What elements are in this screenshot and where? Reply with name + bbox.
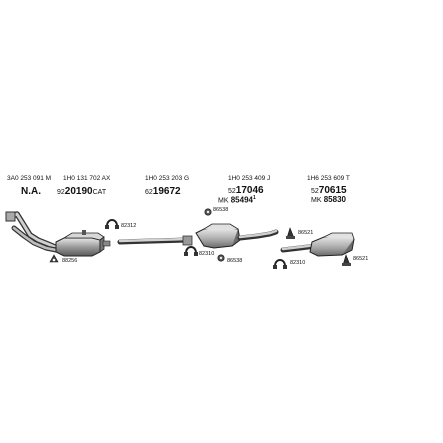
front-pipe	[5, 211, 59, 253]
reference-number-4: 17046	[235, 185, 264, 196]
reference-prefix-2: 92	[57, 189, 65, 196]
reference-1: N.A.	[21, 186, 41, 197]
clamp-icon	[184, 246, 198, 256]
hanger-icon	[286, 227, 295, 239]
alt-number-4: 85494	[230, 195, 253, 205]
reference-prefix-3: 62	[145, 189, 153, 196]
label-86538-top: 86538	[213, 207, 229, 213]
label-88256: 88256	[62, 258, 78, 264]
reference-4: 5217046	[228, 186, 264, 196]
label-86521-top: 86521	[298, 230, 314, 236]
label-86521-bottom: 86521	[353, 256, 369, 262]
alt-number-5: 85830	[323, 195, 346, 204]
intermediate-pipe	[117, 235, 193, 246]
clamp-icon	[105, 219, 119, 229]
alt-prefix-4: MK	[218, 197, 229, 205]
reference-number-5: 70615	[318, 185, 347, 196]
rear-silencer	[280, 232, 355, 257]
reference-prefix-5: 52	[311, 188, 319, 195]
reference-number-2: 20190	[64, 186, 93, 197]
part-number-3: 1H0 253 203 G	[145, 175, 190, 182]
middle-silencer	[195, 223, 279, 249]
label-86538-bottom: 86538	[227, 258, 243, 264]
reference-5: 5270615	[311, 186, 347, 196]
alt-reference-5: MK 85830	[311, 195, 346, 205]
alt-prefix-5: MK	[311, 197, 322, 204]
part-number-5: 1H6 253 609 T	[307, 175, 350, 182]
label-82310: 82310	[199, 251, 215, 257]
reference-number-3: 19672	[152, 186, 181, 197]
part-number-1: 3A0 253 091 M	[7, 175, 52, 182]
alt-sup-4: 1	[252, 195, 256, 201]
part-number-4: 1H0 253 409 J	[228, 175, 271, 182]
hanger-icon	[217, 254, 225, 262]
reference-2: 9220190CAT	[57, 187, 106, 197]
catalytic-converter	[55, 230, 111, 257]
reference-suffix-2: CAT	[92, 189, 107, 196]
part-number-2: 1H0 131 702 AX	[63, 175, 111, 182]
rubber-mount-icon	[49, 254, 59, 263]
label-82310-right: 82310	[290, 260, 306, 266]
label-82312: 82312	[121, 223, 137, 229]
clamp-icon	[273, 259, 287, 269]
reference-3: 6219672	[145, 187, 181, 197]
hanger-icon	[342, 254, 351, 266]
reference-prefix-4: 52	[228, 188, 236, 195]
hanger-icon	[204, 208, 212, 216]
alt-reference-4: MK 854941	[218, 196, 256, 205]
